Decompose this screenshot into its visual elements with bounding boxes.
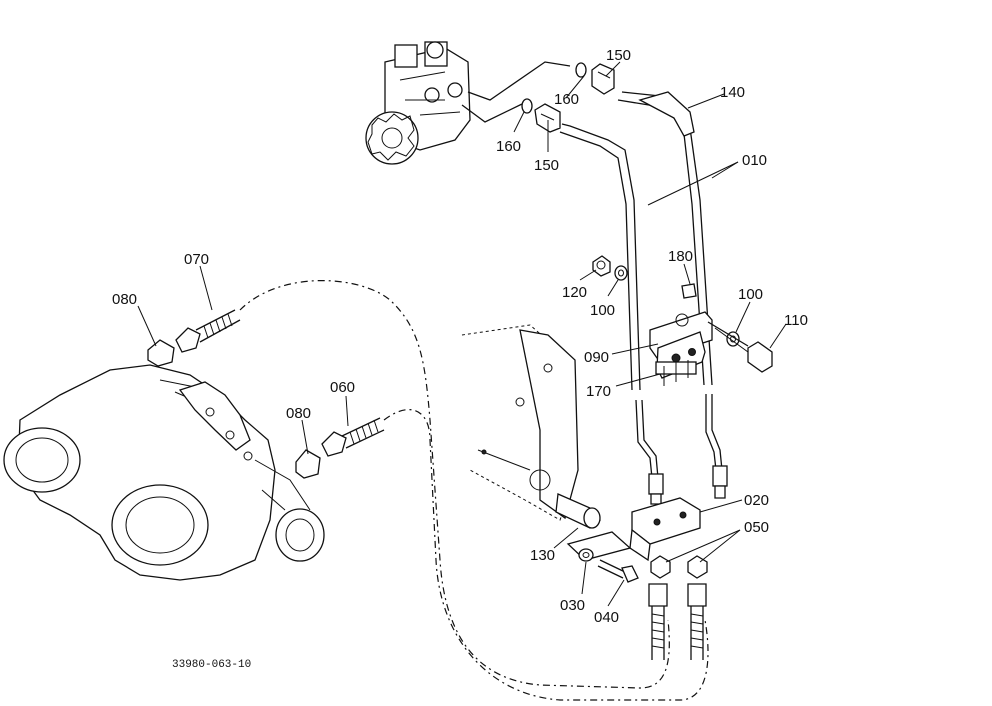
callout-170: 170 <box>586 383 611 400</box>
pipe-clamp <box>649 283 713 386</box>
callout-150-upper: 150 <box>606 47 631 64</box>
document-id: 33980-063-10 <box>172 659 251 671</box>
callout-180: 180 <box>668 248 693 265</box>
callout-150-lower: 150 <box>534 157 559 174</box>
callout-080-lower: 080 <box>286 405 311 422</box>
spacer-130 <box>555 493 601 529</box>
leader-lines <box>137 61 787 607</box>
callout-160-lower: 160 <box>496 138 521 155</box>
nut-050-right <box>687 555 708 579</box>
callout-110: 110 <box>784 312 808 329</box>
callout-090: 090 <box>584 349 609 366</box>
fitting-080-upper <box>147 339 175 367</box>
fitting-150-upper <box>575 62 615 95</box>
callout-040: 040 <box>594 609 619 626</box>
callout-080-upper: 080 <box>112 291 137 308</box>
callout-160-upper: 160 <box>554 91 579 108</box>
callout-100-left: 100 <box>590 302 615 319</box>
callout-100-right: 100 <box>738 286 763 303</box>
bolt-110 <box>707 321 773 373</box>
callout-130: 130 <box>530 547 555 564</box>
fitting-150-lower <box>521 98 561 133</box>
valve-body <box>3 364 325 581</box>
callout-140: 140 <box>720 84 745 101</box>
steering-pump <box>365 41 471 165</box>
callout-020: 020 <box>744 492 769 509</box>
hose-end-lower-right <box>687 583 707 660</box>
washer-100-left <box>614 265 628 281</box>
transmission-case <box>461 324 579 521</box>
hose-end-lower-left <box>648 583 668 660</box>
nut-120 <box>592 255 611 277</box>
callout-030: 030 <box>560 597 585 614</box>
washer-030 <box>578 548 594 562</box>
callout-060: 060 <box>330 379 355 396</box>
hose-end-070 <box>175 309 241 353</box>
callout-labels: 150 160 140 160 150 010 070 080 180 120 … <box>112 47 808 626</box>
callout-010: 010 <box>742 152 767 169</box>
callout-120: 120 <box>562 284 587 301</box>
bolt-040 <box>597 559 639 583</box>
pipe-010 <box>559 91 728 505</box>
fitting-080-lower <box>295 449 321 479</box>
callout-070: 070 <box>184 251 209 268</box>
hose-end-060 <box>321 417 385 457</box>
callout-050: 050 <box>744 519 769 536</box>
nut-050-left <box>650 555 671 579</box>
